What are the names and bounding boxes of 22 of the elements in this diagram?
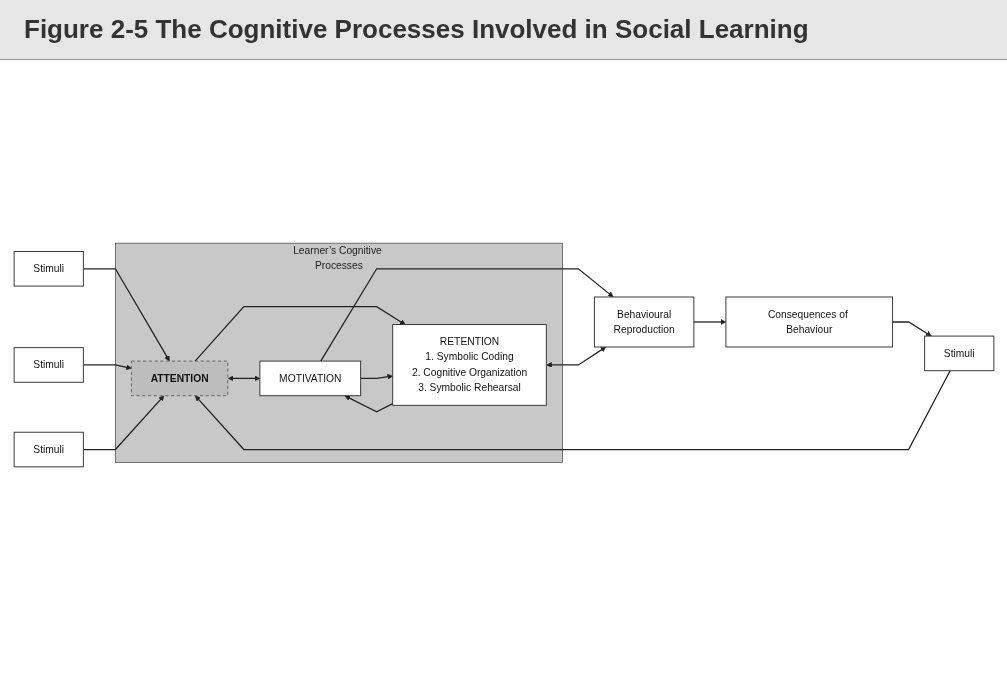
node-box: Stimuli (923, 335, 994, 372)
node-box: Consequences of Behaviour (724, 296, 893, 348)
node-box: MOTIVATION (258, 360, 361, 397)
arrow (82, 268, 170, 362)
node-box: Stimuli (13, 347, 84, 383)
arrow (692, 319, 726, 325)
node-box: RETENTION 1. Symbolic Coding 2. Cognitive Organization 3. Symbolic Rehearsal (391, 324, 547, 406)
node-box: Stimuli (13, 251, 84, 287)
arrow (319, 268, 613, 362)
node-box: Behavioural Reproduction (593, 296, 694, 348)
arrow (194, 305, 405, 362)
node-box: Stimuli (13, 431, 84, 468)
arrow (194, 370, 951, 451)
arrow (82, 364, 132, 370)
arrow (545, 346, 606, 368)
arrow (82, 395, 164, 451)
arrow (891, 321, 932, 337)
arrow (227, 375, 260, 382)
node-box: ATTENTION (130, 360, 228, 396)
arrow (344, 395, 393, 413)
figure-title: Figure 2-5 The Cognitive Processes Involved in Social Learning (0, 0, 1007, 60)
arrow (359, 374, 393, 380)
